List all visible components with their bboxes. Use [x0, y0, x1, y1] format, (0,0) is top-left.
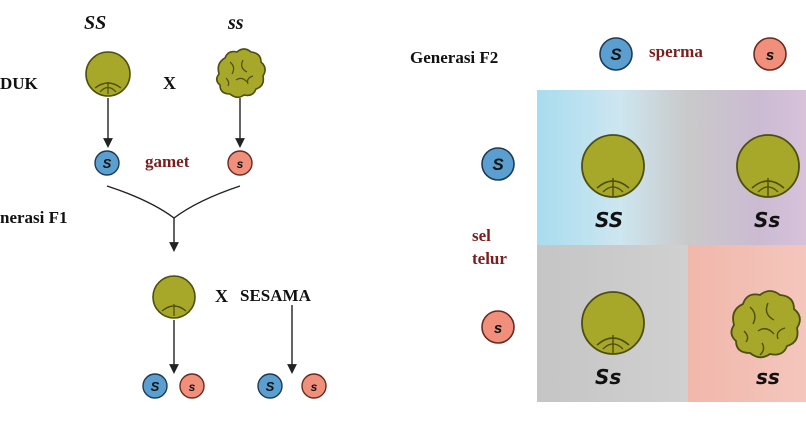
- f1-gamete-recessive-icon-1: s: [179, 373, 205, 399]
- egg-alleles: S s: [481, 147, 515, 344]
- parent-generation-label: DUK: [0, 74, 38, 93]
- punnett-genotype: Ss: [754, 208, 781, 232]
- f1-gamete-recessive-allele-2: s: [311, 380, 318, 394]
- parent-wrinkled-pea-icon: [215, 48, 266, 99]
- egg-recessive-allele: s: [494, 320, 502, 337]
- sperm-alleles: S s: [599, 37, 787, 71]
- gamete-recessive-allele: s: [237, 157, 244, 171]
- egg-label-line2: telur: [472, 249, 507, 268]
- egg-dominant-icon: S: [481, 147, 515, 181]
- f1-gamete-dominant-allele-2: S: [266, 379, 275, 394]
- egg-dominant-allele: S: [492, 155, 504, 174]
- gamete-dominant-icon: S: [94, 150, 120, 176]
- gamete-dominant-allele: S: [103, 156, 112, 171]
- sperm-recessive-icon: s: [753, 37, 787, 71]
- punnett-cell-Ss-bottom: Ss: [537, 245, 688, 402]
- parent-recessive-genotype: ss: [228, 12, 244, 34]
- sperm-recessive-allele: s: [766, 47, 774, 64]
- gamete-label: gamet: [145, 152, 190, 171]
- smooth-pea-icon: [581, 291, 645, 355]
- punnett-cell-SS: SS: [537, 90, 688, 245]
- punnett-cell-ss: ss: [688, 245, 806, 402]
- parent-dominant-genotype: SS: [84, 12, 107, 34]
- f1-gamete-dominant-icon-2: S: [257, 373, 283, 399]
- f1-generation-label: nerasi F1: [0, 208, 68, 227]
- punnett-genotype: Ss: [595, 365, 622, 389]
- f1-gamete-dominant-allele-1: S: [151, 379, 160, 394]
- sperm-dominant-allele: S: [610, 45, 622, 64]
- parent-cross-symbol: X: [163, 73, 176, 93]
- self-cross-label: SESAMA: [240, 286, 311, 305]
- f1-gamete-dominant-icon-1: S: [142, 373, 168, 399]
- parent-smooth-pea-icon: [85, 51, 131, 97]
- sperm-dominant-icon: S: [599, 37, 633, 71]
- punnett-genotype: SS: [595, 208, 624, 232]
- cross-diagram-drawing: S s S s S s: [85, 48, 327, 399]
- f1-gamete-recessive-icon-2: s: [301, 373, 327, 399]
- sperm-label: sperma: [649, 42, 703, 61]
- wrinkled-pea-icon: [730, 290, 801, 359]
- gamete-recessive-icon: s: [227, 150, 253, 176]
- f1-smooth-pea-icon: [152, 275, 196, 319]
- egg-recessive-icon: s: [481, 310, 515, 344]
- punnett-genotype: ss: [756, 365, 780, 389]
- f1-gamete-recessive-allele-1: s: [189, 380, 196, 394]
- f2-generation-label: Generasi F2: [410, 48, 499, 67]
- smooth-pea-icon: [736, 134, 800, 198]
- f1-cross-symbol: X: [215, 286, 228, 306]
- punnett-cell-Ss-top: Ss: [688, 90, 806, 245]
- smooth-pea-icon: [581, 134, 645, 198]
- egg-label-line1: sel: [472, 226, 491, 245]
